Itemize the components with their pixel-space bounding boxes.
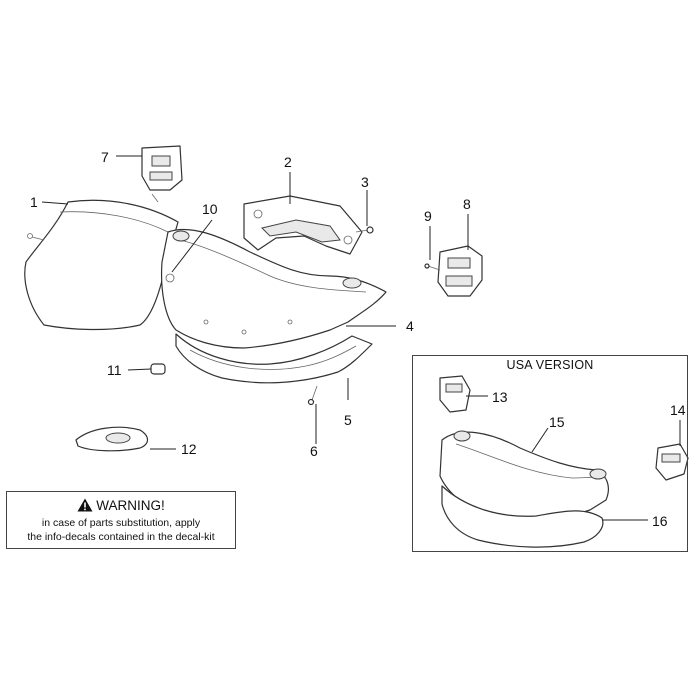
callout-12: 12 (181, 441, 197, 457)
leader-lines (41, 155, 681, 521)
callout-13: 13 (492, 389, 508, 405)
callout-16: 16 (652, 513, 668, 529)
warning-header: WARNING! (7, 498, 235, 516)
callout-14: 14 (670, 402, 686, 418)
part-4-handlebar-cover (160, 228, 387, 349)
part-6-screw (307, 385, 318, 406)
warning-triangle-icon (77, 498, 93, 516)
part-9-screw (424, 263, 441, 271)
callout-10: 10 (202, 201, 218, 217)
part-13-bracket (439, 375, 471, 413)
callout-8: 8 (463, 196, 471, 212)
callout-3: 3 (361, 174, 369, 190)
callout-2: 2 (284, 154, 292, 170)
warning-line-1: in case of parts substitution, apply (41, 517, 201, 529)
callout-6: 6 (310, 443, 318, 459)
callout-1: 1 (30, 194, 38, 210)
usa-version-box: USA VERSION (412, 355, 688, 552)
warning-box: WARNING! in case of parts substitution, … (6, 491, 236, 549)
part-1-windshield (24, 199, 179, 331)
callout-5: 5 (344, 412, 352, 428)
callout-labels: 1 2 3 4 5 6 7 8 9 10 11 12 13 14 15 16 (30, 149, 686, 529)
part-12-plate (75, 426, 149, 452)
part-7-bracket (141, 145, 183, 203)
part-3-screw (355, 226, 374, 234)
usa-version-title: USA VERSION (506, 358, 594, 372)
warning-title: WARNING! (96, 498, 165, 513)
callout-4: 4 (406, 318, 414, 334)
callout-7: 7 (101, 149, 109, 165)
callout-15: 15 (549, 414, 565, 430)
part-2-panel (243, 195, 363, 255)
part-14-switch (655, 443, 689, 481)
part-5-lower-cover (175, 333, 373, 384)
callout-9: 9 (424, 208, 432, 224)
part-8-switch-bracket (437, 245, 483, 297)
part-16-lower-cover-usa (441, 485, 604, 548)
callout-11: 11 (107, 362, 122, 378)
part-11-plug (150, 363, 166, 375)
warning-line-2: the info-decals contained in the decal-k… (27, 531, 215, 543)
